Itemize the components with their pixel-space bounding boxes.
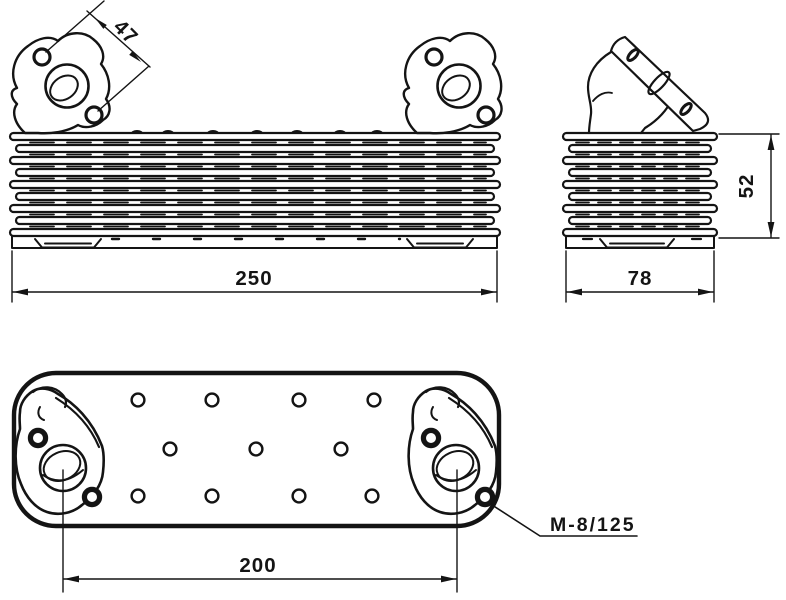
port-slot-edge bbox=[647, 70, 671, 96]
plate-hole bbox=[291, 488, 307, 504]
fin-plate bbox=[14, 143, 496, 154]
dim-arrow bbox=[13, 288, 28, 296]
port-boss bbox=[44, 63, 90, 109]
fin-plate bbox=[561, 131, 719, 142]
dim-52-lines bbox=[718, 133, 780, 239]
fin-plate bbox=[561, 179, 719, 190]
bolt-hole-edge bbox=[626, 48, 640, 62]
bolt-hole bbox=[32, 47, 52, 67]
threaded-bolt-hole bbox=[27, 427, 49, 449]
side-base-plate bbox=[565, 235, 715, 249]
fin-plate bbox=[567, 167, 713, 178]
plate-hole bbox=[130, 392, 146, 408]
side-view: 52 78 bbox=[561, 35, 780, 303]
flange-ear bbox=[31, 386, 68, 409]
plate-hole bbox=[162, 441, 178, 457]
fin-plate bbox=[8, 179, 502, 190]
dim-250-label: 250 bbox=[235, 267, 272, 290]
plan-left-flange bbox=[14, 386, 105, 516]
front-view: 47 250 bbox=[8, 0, 504, 303]
bolt-hole-edge bbox=[679, 102, 693, 116]
fin-plate bbox=[561, 155, 719, 166]
fin-plate bbox=[567, 191, 713, 202]
dim-arrow bbox=[567, 288, 582, 296]
dim-arrow bbox=[481, 288, 496, 296]
dim-arrow bbox=[129, 51, 141, 62]
fin-plate bbox=[561, 203, 719, 214]
dimension-52: 52 bbox=[718, 133, 780, 239]
base-outline bbox=[11, 235, 498, 249]
fin-gap-dashes bbox=[29, 141, 487, 228]
dimension-78: 78 bbox=[565, 250, 715, 303]
fin-plate bbox=[8, 203, 502, 214]
dim-arrow bbox=[441, 575, 456, 583]
flange-neck-left bbox=[586, 50, 613, 135]
dim-200-lines bbox=[62, 469, 458, 593]
threaded-bolt-hole bbox=[81, 486, 103, 508]
dimension-200: 200 bbox=[62, 469, 458, 593]
fin-plate bbox=[8, 155, 502, 166]
thread-callout: M-8/125 bbox=[488, 502, 638, 537]
dim-arrow bbox=[767, 135, 775, 150]
base-foot bbox=[599, 238, 675, 249]
base-outline bbox=[565, 235, 715, 249]
plan-hole-pattern bbox=[130, 392, 382, 504]
dim-arrow bbox=[698, 288, 713, 296]
flange-ear-detail bbox=[37, 406, 45, 421]
side-fin-stack bbox=[561, 131, 719, 238]
port-bore bbox=[49, 74, 79, 102]
plan-view: 200 M-8/125 bbox=[11, 370, 638, 593]
dim-arrow bbox=[64, 575, 79, 583]
plate-hole bbox=[248, 441, 264, 457]
plate-hole bbox=[291, 392, 307, 408]
plate-hole bbox=[333, 441, 349, 457]
front-fin-stack bbox=[8, 130, 502, 238]
dim-200-label: 200 bbox=[239, 554, 276, 577]
front-right-flange bbox=[402, 31, 504, 135]
fin-plate bbox=[14, 191, 496, 202]
plate-hole bbox=[364, 488, 380, 504]
fin-plate bbox=[567, 215, 713, 226]
dim-52-label: 52 bbox=[735, 174, 758, 199]
fin-plate bbox=[8, 227, 502, 238]
top-edge-bumps bbox=[131, 130, 383, 134]
plate-hole bbox=[204, 488, 220, 504]
front-left-flange bbox=[10, 32, 111, 135]
dim-250-lines bbox=[11, 250, 498, 303]
flange-neck-crease bbox=[592, 91, 613, 102]
plate-hole bbox=[130, 488, 146, 504]
flange-fold-edge bbox=[54, 396, 101, 449]
dimension-250: 250 bbox=[11, 250, 498, 303]
dim-78-lines bbox=[565, 250, 715, 303]
front-base-plate bbox=[11, 235, 498, 249]
side-flange bbox=[586, 35, 710, 135]
plate-hole bbox=[366, 392, 382, 408]
fin-plate bbox=[14, 215, 496, 226]
base-foot bbox=[406, 238, 474, 249]
leader-line bbox=[488, 502, 638, 537]
dim-arrow bbox=[767, 222, 775, 237]
fin-plate bbox=[567, 143, 713, 154]
fin-plate bbox=[14, 167, 496, 178]
thread-callout-label: M-8/125 bbox=[550, 514, 636, 536]
base-foot bbox=[34, 238, 102, 249]
dim-47-label: 47 bbox=[109, 15, 143, 49]
plate-hole bbox=[204, 392, 220, 408]
dim-78-label: 78 bbox=[628, 267, 653, 290]
dim-arrow bbox=[95, 18, 107, 29]
fin-plate bbox=[561, 227, 719, 238]
